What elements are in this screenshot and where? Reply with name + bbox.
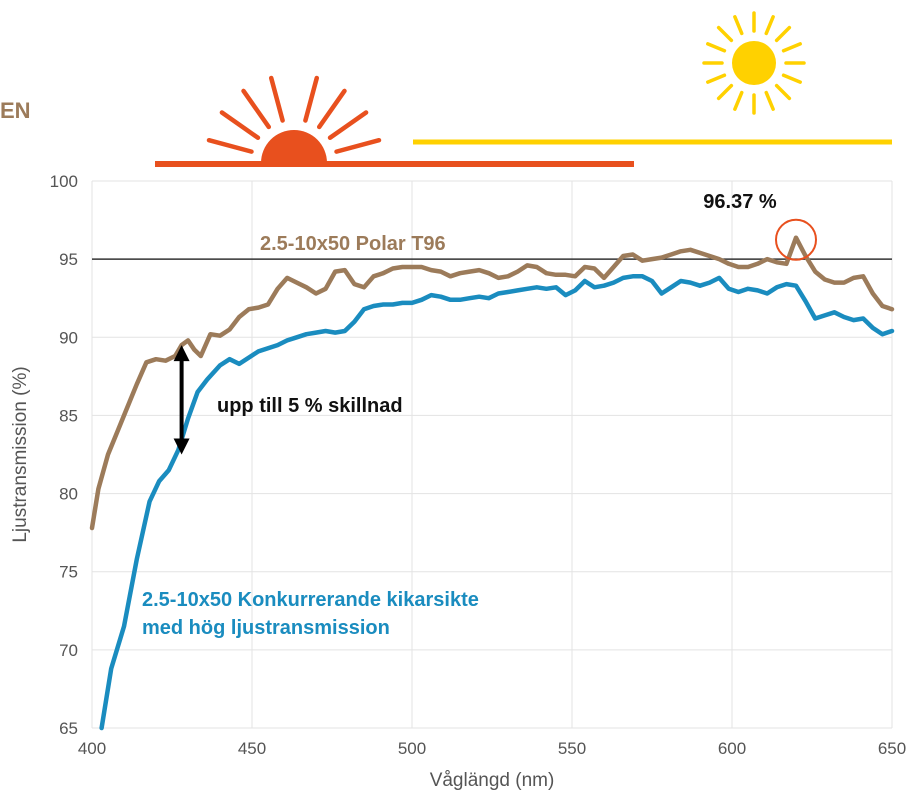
y-axis: 65 70 75 80 85 90 95 100 (50, 172, 78, 738)
sun-ray (733, 15, 744, 36)
sunset-ray (219, 110, 261, 141)
series-line-polar-t96 (89, 235, 895, 531)
sunset-ray (334, 137, 382, 154)
x-axis: 400 450 500 550 600 650 (78, 739, 906, 758)
y-tick-label: 80 (59, 485, 78, 504)
sunset-ray (303, 75, 320, 123)
sun-ray (764, 15, 775, 36)
sun-ray (781, 73, 802, 84)
y-tick-label: 65 (59, 719, 78, 738)
sunset-ray (327, 110, 369, 141)
sun-disc (732, 41, 776, 85)
sun-ray (706, 42, 727, 53)
sun-ray (733, 90, 744, 111)
peak-marker-circle (775, 218, 817, 261)
x-tick-label: 400 (78, 739, 106, 758)
difference-arrow-head-up (173, 345, 190, 362)
sun-icon (413, 11, 892, 145)
y-tick-label: 75 (59, 563, 78, 582)
sun-ray (781, 42, 802, 53)
series-layer (89, 235, 895, 731)
sun-ray (774, 25, 792, 43)
series-line-competitor (99, 274, 895, 731)
sunset-ray (206, 137, 254, 154)
difference-label: upp till 5 % skillnad (217, 395, 403, 417)
sun-ray (764, 90, 775, 111)
sunset-half-sun (261, 130, 327, 163)
x-tick-label: 450 (238, 739, 266, 758)
y-tick-label: 70 (59, 641, 78, 660)
sun-ray (706, 73, 727, 84)
y-tick-label: 95 (59, 250, 78, 269)
y-tick-label: 85 (59, 406, 78, 425)
difference-arrow-head-down (173, 438, 190, 455)
sunset-ray (268, 75, 285, 123)
sun-ray (716, 25, 734, 43)
sunset-icon (155, 75, 634, 167)
x-tick-label: 650 (878, 739, 906, 758)
x-tick-label: 600 (718, 739, 746, 758)
sun-ray (716, 83, 734, 101)
x-axis-title: Våglängd (nm) (430, 770, 555, 791)
sunset-ray (241, 88, 272, 130)
peak-label: 96.37 % (703, 191, 777, 213)
sunset-ray (316, 88, 347, 130)
x-tick-label: 500 (398, 739, 426, 758)
x-tick-label: 550 (558, 739, 586, 758)
sun-ray (774, 83, 792, 101)
y-axis-title: Ljustransmission (%) (10, 366, 31, 542)
y-tick-label: 100 (50, 172, 78, 191)
chart-grid (91, 180, 893, 729)
series-label-polar: 2.5-10x50 Polar T96 (260, 233, 446, 255)
annotations: 2.5-10x50 Polar T96 2.5-10x50 Konkurreran… (142, 191, 817, 639)
y-tick-label: 90 (59, 328, 78, 347)
header-fragment: EN (0, 98, 31, 123)
